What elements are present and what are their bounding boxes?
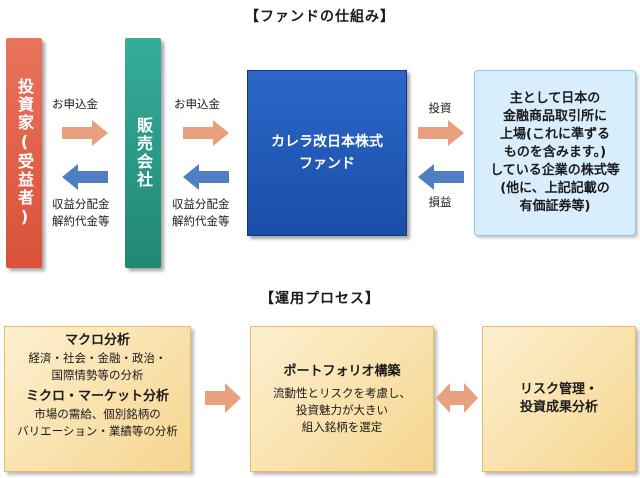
return-arrow-1 — [62, 164, 108, 190]
process-arrow-1 — [205, 383, 241, 413]
market-line-2: 金融商品取引所に — [502, 109, 607, 124]
subscription-arrow-1 — [62, 120, 108, 146]
return-arrow-2 — [183, 164, 229, 190]
return-label-1-line-1: 収益分配金 — [52, 197, 110, 211]
subscription-label-1: お申込金 — [52, 97, 98, 111]
risk-management-line-2: 投資成果分析 — [519, 400, 598, 415]
return-label-1-line-2: 解約代金等 — [52, 214, 110, 228]
risk-management-line-1: リスク管理・ — [519, 382, 598, 397]
portfolio-box: ポートフォリオ構築 流動性とリスクを考慮し、 投資魅力が大きい 組入銘柄を選定 — [250, 326, 434, 472]
distributor-label: 販売会社 — [134, 117, 153, 189]
micro-analysis-line-1: 市場の需給、個別銘柄の — [34, 407, 161, 421]
return-label-1: 収益分配金 解約代金等 — [52, 196, 126, 230]
macro-analysis-line-2: 国際情勢等の分析 — [51, 368, 144, 382]
process-title: 【運用プロセス】 — [260, 291, 380, 307]
profit-loss-label: 損益 — [428, 195, 452, 209]
micro-analysis-heading: ミクロ・マーケット分析 — [25, 389, 169, 404]
portfolio-line-3: 組入銘柄を選定 — [301, 419, 383, 434]
market-line-4: ものを含みます。) — [503, 145, 607, 160]
market-line-6: (他に、上記記載の — [500, 181, 610, 196]
market-line-1: 主として日本の — [509, 91, 601, 106]
macro-analysis-line-1: 経済・社会・金融・政治・ — [28, 351, 167, 365]
fund-name-line-2: ファンド — [299, 156, 355, 172]
portfolio-heading: ポートフォリオ構築 — [283, 363, 401, 379]
invest-label: 投資 — [428, 101, 452, 115]
investment-target-box: 主として日本の 金融商品取引所に 上場(これに準ずる ものを含みます。) してい… — [474, 70, 636, 236]
risk-management-box: リスク管理・ 投資成果分析 — [482, 326, 636, 472]
portfolio-line-1: 流動性とリスクを考慮し、 — [273, 385, 411, 400]
micro-analysis-line-2: バリエーション・業績等の分析 — [17, 424, 178, 438]
return-label-2-line-1: 収益分配金 — [172, 197, 230, 211]
portfolio-line-2: 投資魅力が大きい — [296, 402, 388, 417]
distributor-box: 販売会社 — [125, 38, 161, 268]
subscription-arrow-2 — [183, 120, 229, 146]
macro-analysis-heading: マクロ分析 — [64, 333, 130, 348]
return-label-2-line-2: 解約代金等 — [172, 214, 230, 228]
fund-name-line-1: カレラ改日本株式 — [271, 134, 383, 150]
market-line-3: 上場(これに準ずる — [500, 127, 610, 142]
market-line-7: 有価証券等) — [519, 199, 591, 214]
fund-box: カレラ改日本株式 ファンド — [247, 70, 407, 236]
market-line-5: している企業の株式等 — [490, 163, 620, 178]
investor-label: 投資家(受益者) — [15, 78, 34, 228]
subscription-label-2: お申込金 — [174, 97, 220, 111]
profit-loss-arrow — [418, 164, 464, 190]
investor-box: 投資家(受益者) — [6, 38, 42, 268]
return-label-2: 収益分配金 解約代金等 — [172, 196, 246, 230]
invest-arrow — [418, 120, 464, 146]
analysis-box: マクロ分析 経済・社会・金融・政治・ 国際情勢等の分析 ミクロ・マーケット分析 … — [4, 326, 191, 472]
process-double-arrow — [436, 383, 478, 413]
fund-structure-title: 【ファンドの仕組み】 — [245, 9, 395, 25]
